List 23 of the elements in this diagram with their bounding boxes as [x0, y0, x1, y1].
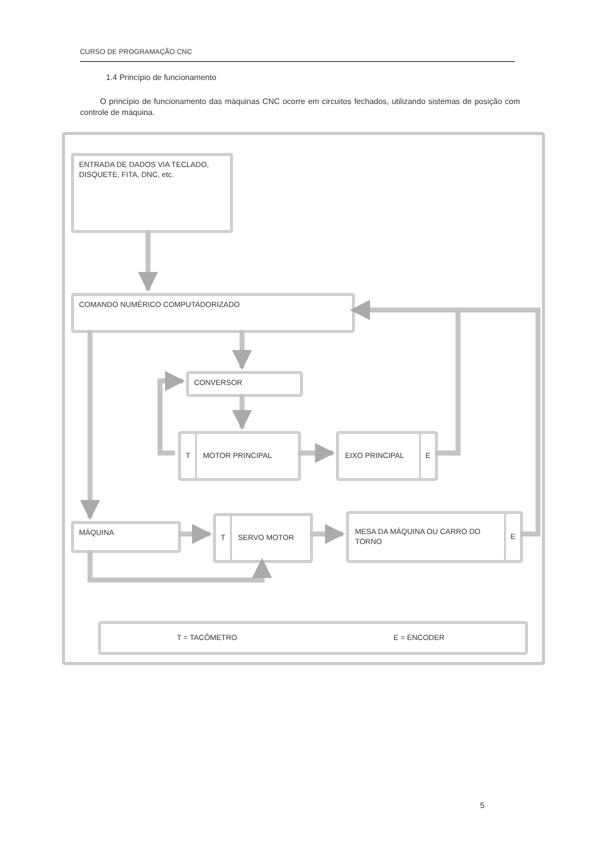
- arrow: [350, 300, 540, 536]
- process-box: [71, 521, 181, 553]
- process-box: [213, 513, 313, 563]
- arrow: [310, 524, 345, 544]
- arrow: [158, 371, 185, 456]
- page-number: 5: [480, 800, 484, 812]
- process-box: [336, 431, 438, 481]
- process-box: [71, 153, 233, 233]
- section-heading: 1.4 Princípio de funcionamento: [106, 72, 216, 84]
- process-box: [98, 621, 528, 655]
- arrow: [298, 443, 335, 463]
- process-box: [346, 511, 523, 563]
- arrow: [138, 230, 158, 292]
- arrow: [232, 394, 252, 430]
- frame-box: [62, 132, 545, 665]
- process-box: [71, 293, 355, 333]
- arrow: [232, 330, 252, 370]
- process-box: [178, 431, 301, 481]
- arrow: [178, 524, 212, 544]
- paragraph: O princípio de funcionamento das máquinas CNC ocorre em circuitos fechados, utilizando sistemas de posição com controle de máquina.: [80, 96, 520, 118]
- process-box: [186, 371, 303, 397]
- arrow: [80, 330, 100, 520]
- arrow: [88, 550, 272, 582]
